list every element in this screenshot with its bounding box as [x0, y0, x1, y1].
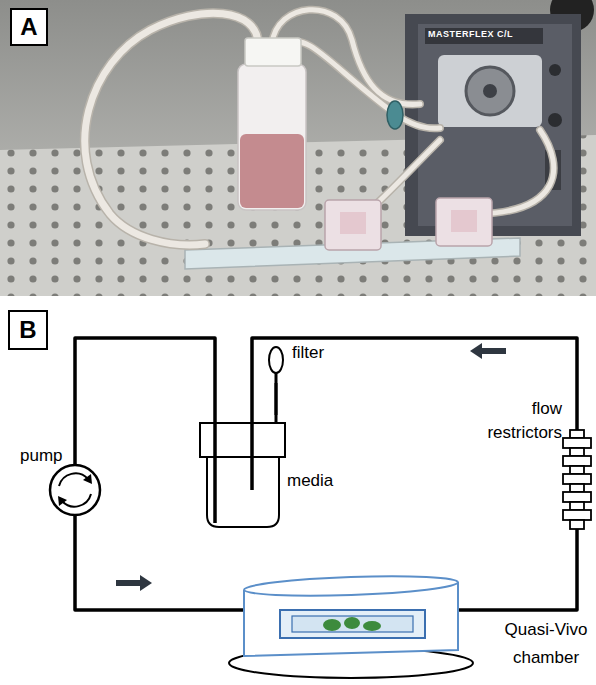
tube-in-bottle	[213, 423, 217, 457]
tubing-line	[252, 338, 577, 415]
syringe-filter	[387, 101, 403, 129]
tube-in-bottle	[213, 415, 217, 523]
panel-label: B	[8, 310, 48, 350]
tube-in-bottle	[250, 415, 254, 490]
culture-well	[280, 610, 425, 638]
media-bottle-node: media	[195, 415, 290, 530]
tubing-line	[274, 383, 278, 415]
tubing-line	[75, 518, 220, 610]
panel-label: A	[10, 8, 48, 46]
flow-arrow	[470, 343, 506, 359]
flow-restrictor-node: flow restrictors	[478, 395, 596, 565]
chamber-tube	[458, 608, 482, 612]
flow-restrictor-node-shape	[478, 395, 596, 565]
part-label: filter	[292, 343, 324, 363]
bottle-cap	[200, 423, 285, 457]
filter-node: filter	[262, 343, 337, 383]
tissue-slice	[344, 617, 360, 629]
rotation-arrow	[83, 474, 92, 484]
incubator-wall	[0, 0, 596, 296]
pump-node: pump	[20, 440, 105, 518]
part-label: flow restrictors	[478, 397, 562, 445]
tubing-line	[482, 565, 577, 610]
tubing-line	[75, 338, 215, 440]
flow-arrow	[116, 575, 152, 591]
filter-disc	[269, 347, 283, 373]
device-brand: MASTERFLEX C/L	[428, 29, 513, 39]
media-bottle-node-shape	[195, 415, 290, 530]
pump-tube	[73, 440, 77, 465]
tissue-slice	[323, 619, 341, 631]
part-label: Quasi-Vivo chamber	[495, 616, 596, 672]
pump-symbol	[50, 465, 100, 515]
panel-letter: B	[10, 312, 46, 348]
panel-letter: A	[12, 10, 46, 44]
media-bottle	[238, 38, 306, 210]
tissue-slice	[363, 621, 381, 631]
culture-chambers	[325, 198, 492, 250]
part-label: media	[287, 471, 333, 491]
rotation-arrow	[58, 496, 67, 506]
bottle-body	[207, 457, 279, 527]
restrictor-stack	[563, 430, 591, 529]
filter-stem	[275, 373, 278, 383]
chamber-node: Quasi-Vivo chamber	[220, 570, 482, 682]
chamber-tube	[220, 608, 244, 612]
restrictor-tube	[575, 529, 579, 565]
chamber-lid	[244, 573, 458, 598]
chamber-node-shape	[220, 570, 482, 682]
photo-illustration	[0, 0, 596, 296]
filter-port	[275, 415, 278, 423]
culture-well	[292, 616, 413, 632]
part-label: pump	[20, 446, 63, 466]
tube-in-bottle	[250, 423, 254, 457]
restrictor-tube	[575, 395, 579, 431]
